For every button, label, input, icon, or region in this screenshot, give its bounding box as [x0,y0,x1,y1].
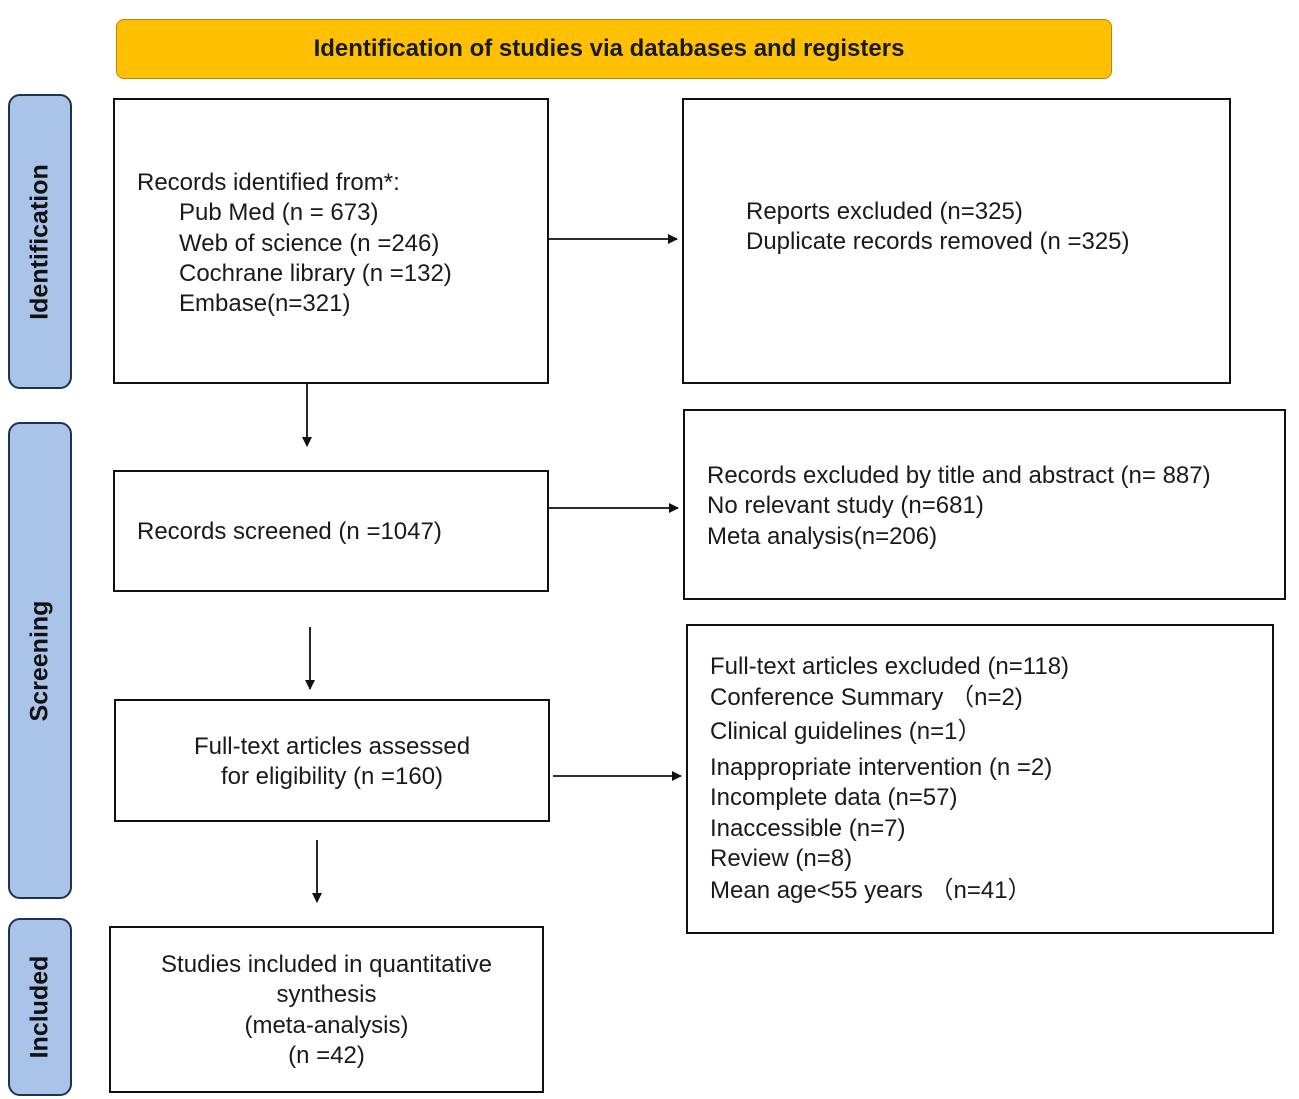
exclusion-review: Review (n=8) [710,845,853,872]
source-web-of-science: Web of science (n =246) [179,229,440,257]
exclusion-incomplete-data: Incomplete data (n=57) [710,784,958,811]
full-text-assessed-box: Full-text articles assessed for eligibil… [114,699,550,822]
header-title: Identification of studies via databases … [313,35,905,62]
meta-analysis-line: Meta analysis(n=206) [707,522,938,550]
records-screened-box: Records screened (n =1047) [113,470,549,592]
exclusion-conference-summary: Conference Summary （n=2) [710,683,1023,711]
studies-included-line3: (meta-analysis) [244,1011,409,1039]
studies-included-line4: (n =42) [288,1041,365,1069]
no-relevant-study-line: No relevant study (n=681) [707,492,984,520]
source-cochrane: Cochrane library (n =132) [179,259,452,287]
studies-included-line2: synthesis [276,981,377,1009]
studies-included-line1: Studies included in quantitative [161,951,492,978]
reports-excluded-line: Reports excluded (n=325) [746,198,1023,225]
full-text-assessed-line2: for eligibility (n =160) [220,763,444,791]
phase-identification-label: Identification [8,94,72,389]
phase-included-label: Included [8,918,72,1096]
records-identified-heading: Records identified from*: [137,169,400,196]
records-excluded-box: Records excluded by title and abstract (… [683,409,1286,600]
exclusion-clinical-guidelines: Clinical guidelines (n=1） [710,718,982,745]
exclusion-inappropriate-intervention: Inappropriate intervention (n =2) [710,753,1053,781]
source-embase: Embase(n=321) [179,290,351,318]
header-banner: Identification of studies via databases … [116,19,1112,79]
records-excluded-heading: Records excluded by title and abstract (… [707,462,1211,489]
full-text-excluded-box: Full-text articles excluded (n=118) Conf… [686,624,1274,934]
source-pubmed: Pub Med (n = 673) [179,199,379,227]
reports-excluded-box: Reports excluded (n=325) Duplicate recor… [682,98,1231,384]
records-identified-box: Records identified from*: Pub Med (n = 6… [113,98,549,384]
full-text-assessed-line1: Full-text articles assessed [193,733,471,760]
exclusion-mean-age: Mean age<55 years （n=41） [710,876,1032,904]
exclusion-inaccessible: Inaccessible (n=7) [710,814,906,842]
phase-screening-label: Screening [8,422,72,899]
full-text-excluded-heading: Full-text articles excluded (n=118) [710,653,1070,680]
duplicates-removed-line: Duplicate records removed (n =325) [746,228,1130,256]
records-screened-label: Records screened (n =1047) [137,518,442,545]
studies-included-box: Studies included in quantitative synthes… [109,926,544,1093]
